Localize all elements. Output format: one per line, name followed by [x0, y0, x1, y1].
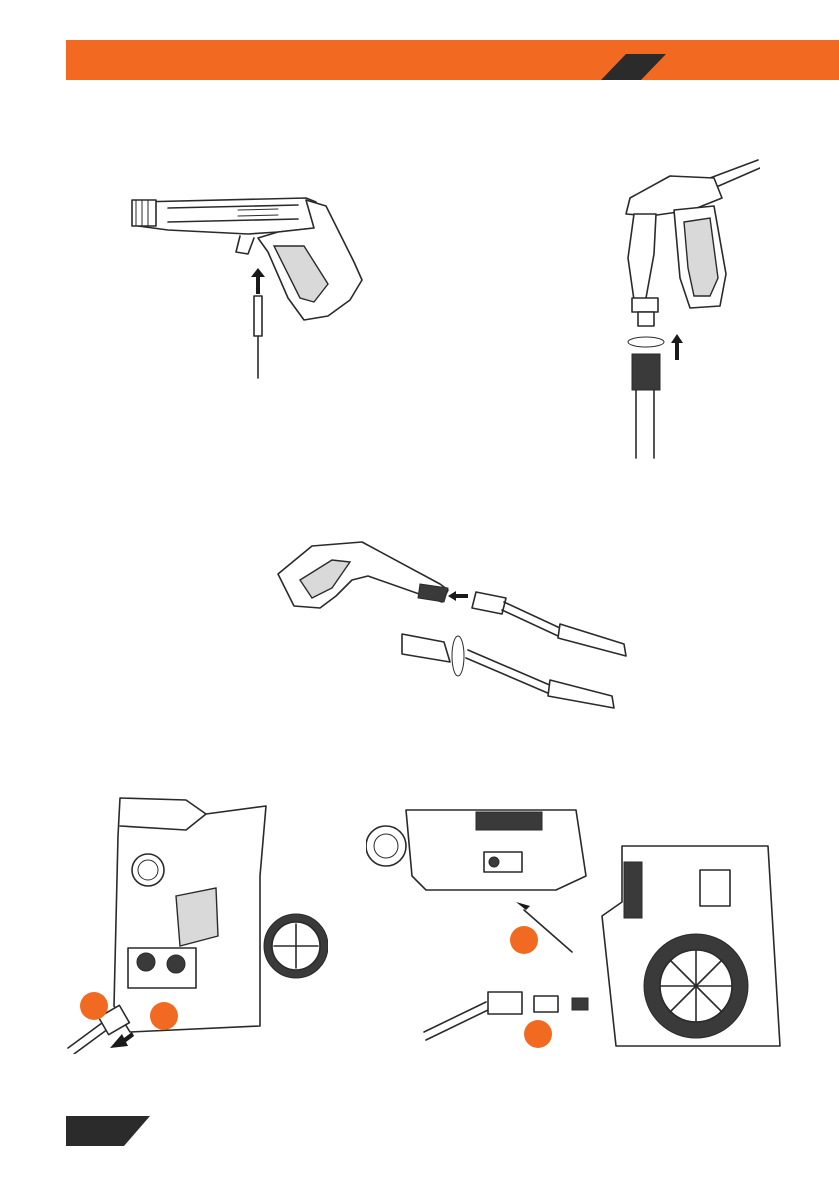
- illustration-connect-water-inlet: [66, 796, 328, 1054]
- illustration-attach-hose-to-gun: [128, 188, 370, 383]
- illustration-connect-high-pressure-outlet: [366, 806, 800, 1060]
- illustration-attach-lance-to-gun: [272, 530, 642, 710]
- callout-marker: [510, 926, 538, 954]
- callout-marker: [524, 1020, 552, 1048]
- callout-marker: [150, 1002, 178, 1030]
- header-bar: [66, 40, 839, 80]
- arrow-up-icon: [250, 268, 266, 294]
- footer-page-tab: [66, 1116, 150, 1146]
- illustration-tighten-hose-connector: [610, 158, 760, 460]
- callout-marker: [80, 992, 108, 1020]
- arrow-up-icon: [670, 334, 684, 360]
